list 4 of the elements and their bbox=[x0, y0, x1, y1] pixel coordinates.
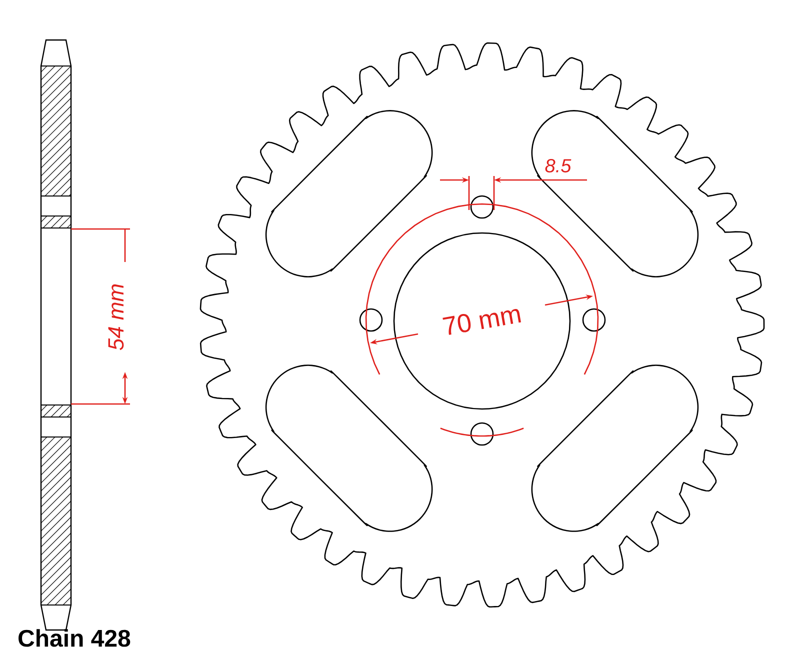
dimension-label: 70 mm bbox=[442, 309, 521, 335]
dimension-label: 8.5 bbox=[545, 159, 572, 172]
dimension-label: 54 mm bbox=[108, 284, 124, 350]
caption-label: Chain 428 bbox=[18, 629, 130, 647]
